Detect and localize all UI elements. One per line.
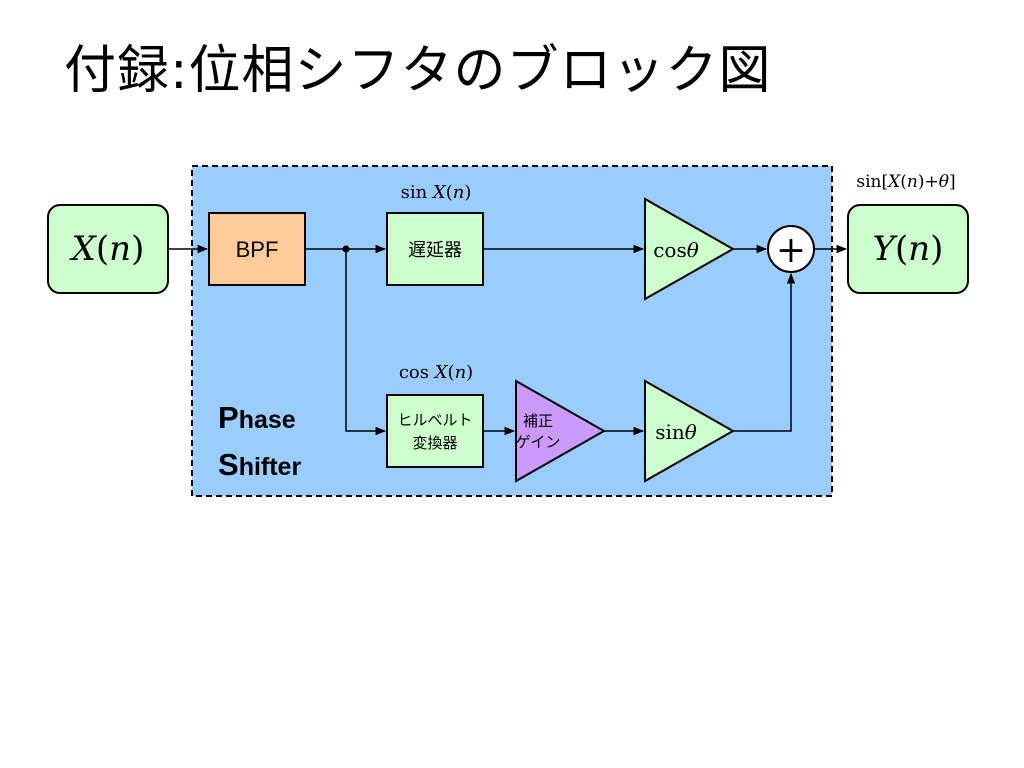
- hilbert-label-line1: ヒルベルト: [397, 411, 472, 429]
- sin-amp-label: sinθ: [655, 420, 697, 444]
- gain-label-line2: ゲイン: [516, 433, 561, 451]
- branch-node: [342, 245, 350, 253]
- sin-amp-triangle: [644, 379, 736, 483]
- gain-label-line1: 補正: [523, 412, 553, 430]
- slide-title: 付録:位相シフタのブロック図: [64, 41, 772, 101]
- delay-signal-label: sin X(n): [401, 182, 472, 203]
- cos-amp-triangle: [644, 197, 736, 301]
- phase-shifter-label-line1: Phase: [218, 400, 296, 435]
- phase-shifter-label-line2: Shifter: [218, 447, 301, 482]
- cos-amp-label: cosθ: [653, 238, 699, 262]
- line-sin-to-adder: [733, 272, 796, 432]
- hilbert-signal-label: cos X(n): [399, 362, 473, 383]
- gain-triangle: [515, 379, 607, 483]
- output-terminal: [847, 204, 969, 294]
- signal-lines: [168, 244, 848, 436]
- delay-label: 遅延器: [408, 240, 462, 261]
- delay-block: [386, 212, 484, 286]
- output-formula: sin[X(n)+θ]: [856, 172, 955, 192]
- hilbert-label-line2: 変換器: [412, 434, 457, 452]
- bpf-label: BPF: [236, 237, 279, 262]
- bpf-block: [208, 212, 306, 286]
- adder-symbol: +: [776, 230, 806, 271]
- hilbert-block: [386, 394, 484, 468]
- line-node-to-hilbert: [345, 249, 387, 436]
- output-label: Y(n): [873, 229, 944, 269]
- input-label: X(n): [69, 229, 145, 269]
